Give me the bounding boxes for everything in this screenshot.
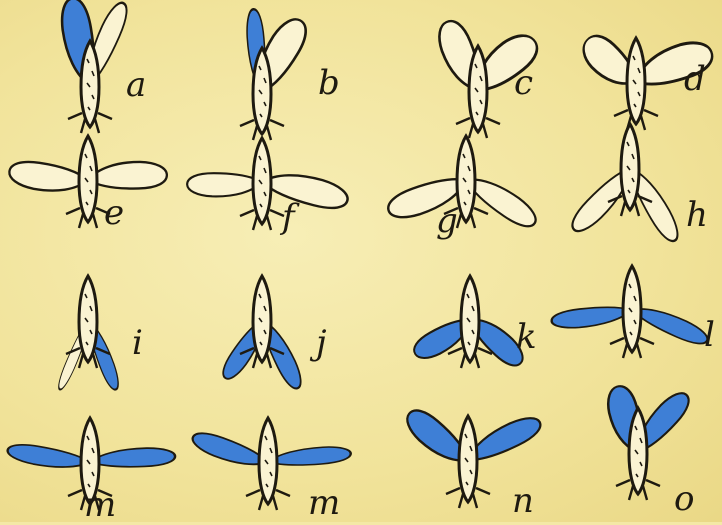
figure-a	[56, 0, 131, 133]
label-d: d	[684, 62, 706, 96]
label-e: e	[104, 196, 124, 230]
label-m1: m	[84, 488, 116, 522]
figure-b	[240, 8, 312, 140]
label-f: f	[282, 200, 295, 234]
label-m2: m	[308, 486, 340, 520]
label-i: i	[132, 326, 143, 360]
label-h: h	[686, 198, 708, 232]
label-g: g	[436, 204, 458, 238]
label-j: j	[316, 326, 327, 360]
label-c: c	[514, 66, 533, 100]
label-b: b	[318, 66, 340, 100]
label-o: o	[674, 482, 694, 516]
figure-e	[8, 136, 168, 228]
figure-l	[551, 266, 711, 358]
figure-h	[567, 124, 685, 245]
label-l: l	[704, 318, 715, 352]
figure-g	[384, 136, 541, 232]
label-n: n	[512, 484, 534, 518]
figure-j	[219, 276, 307, 392]
label-a: a	[126, 68, 146, 102]
figure-k	[410, 276, 530, 371]
figure-f	[187, 138, 351, 230]
figure-i	[56, 276, 123, 392]
label-k: k	[516, 320, 537, 354]
